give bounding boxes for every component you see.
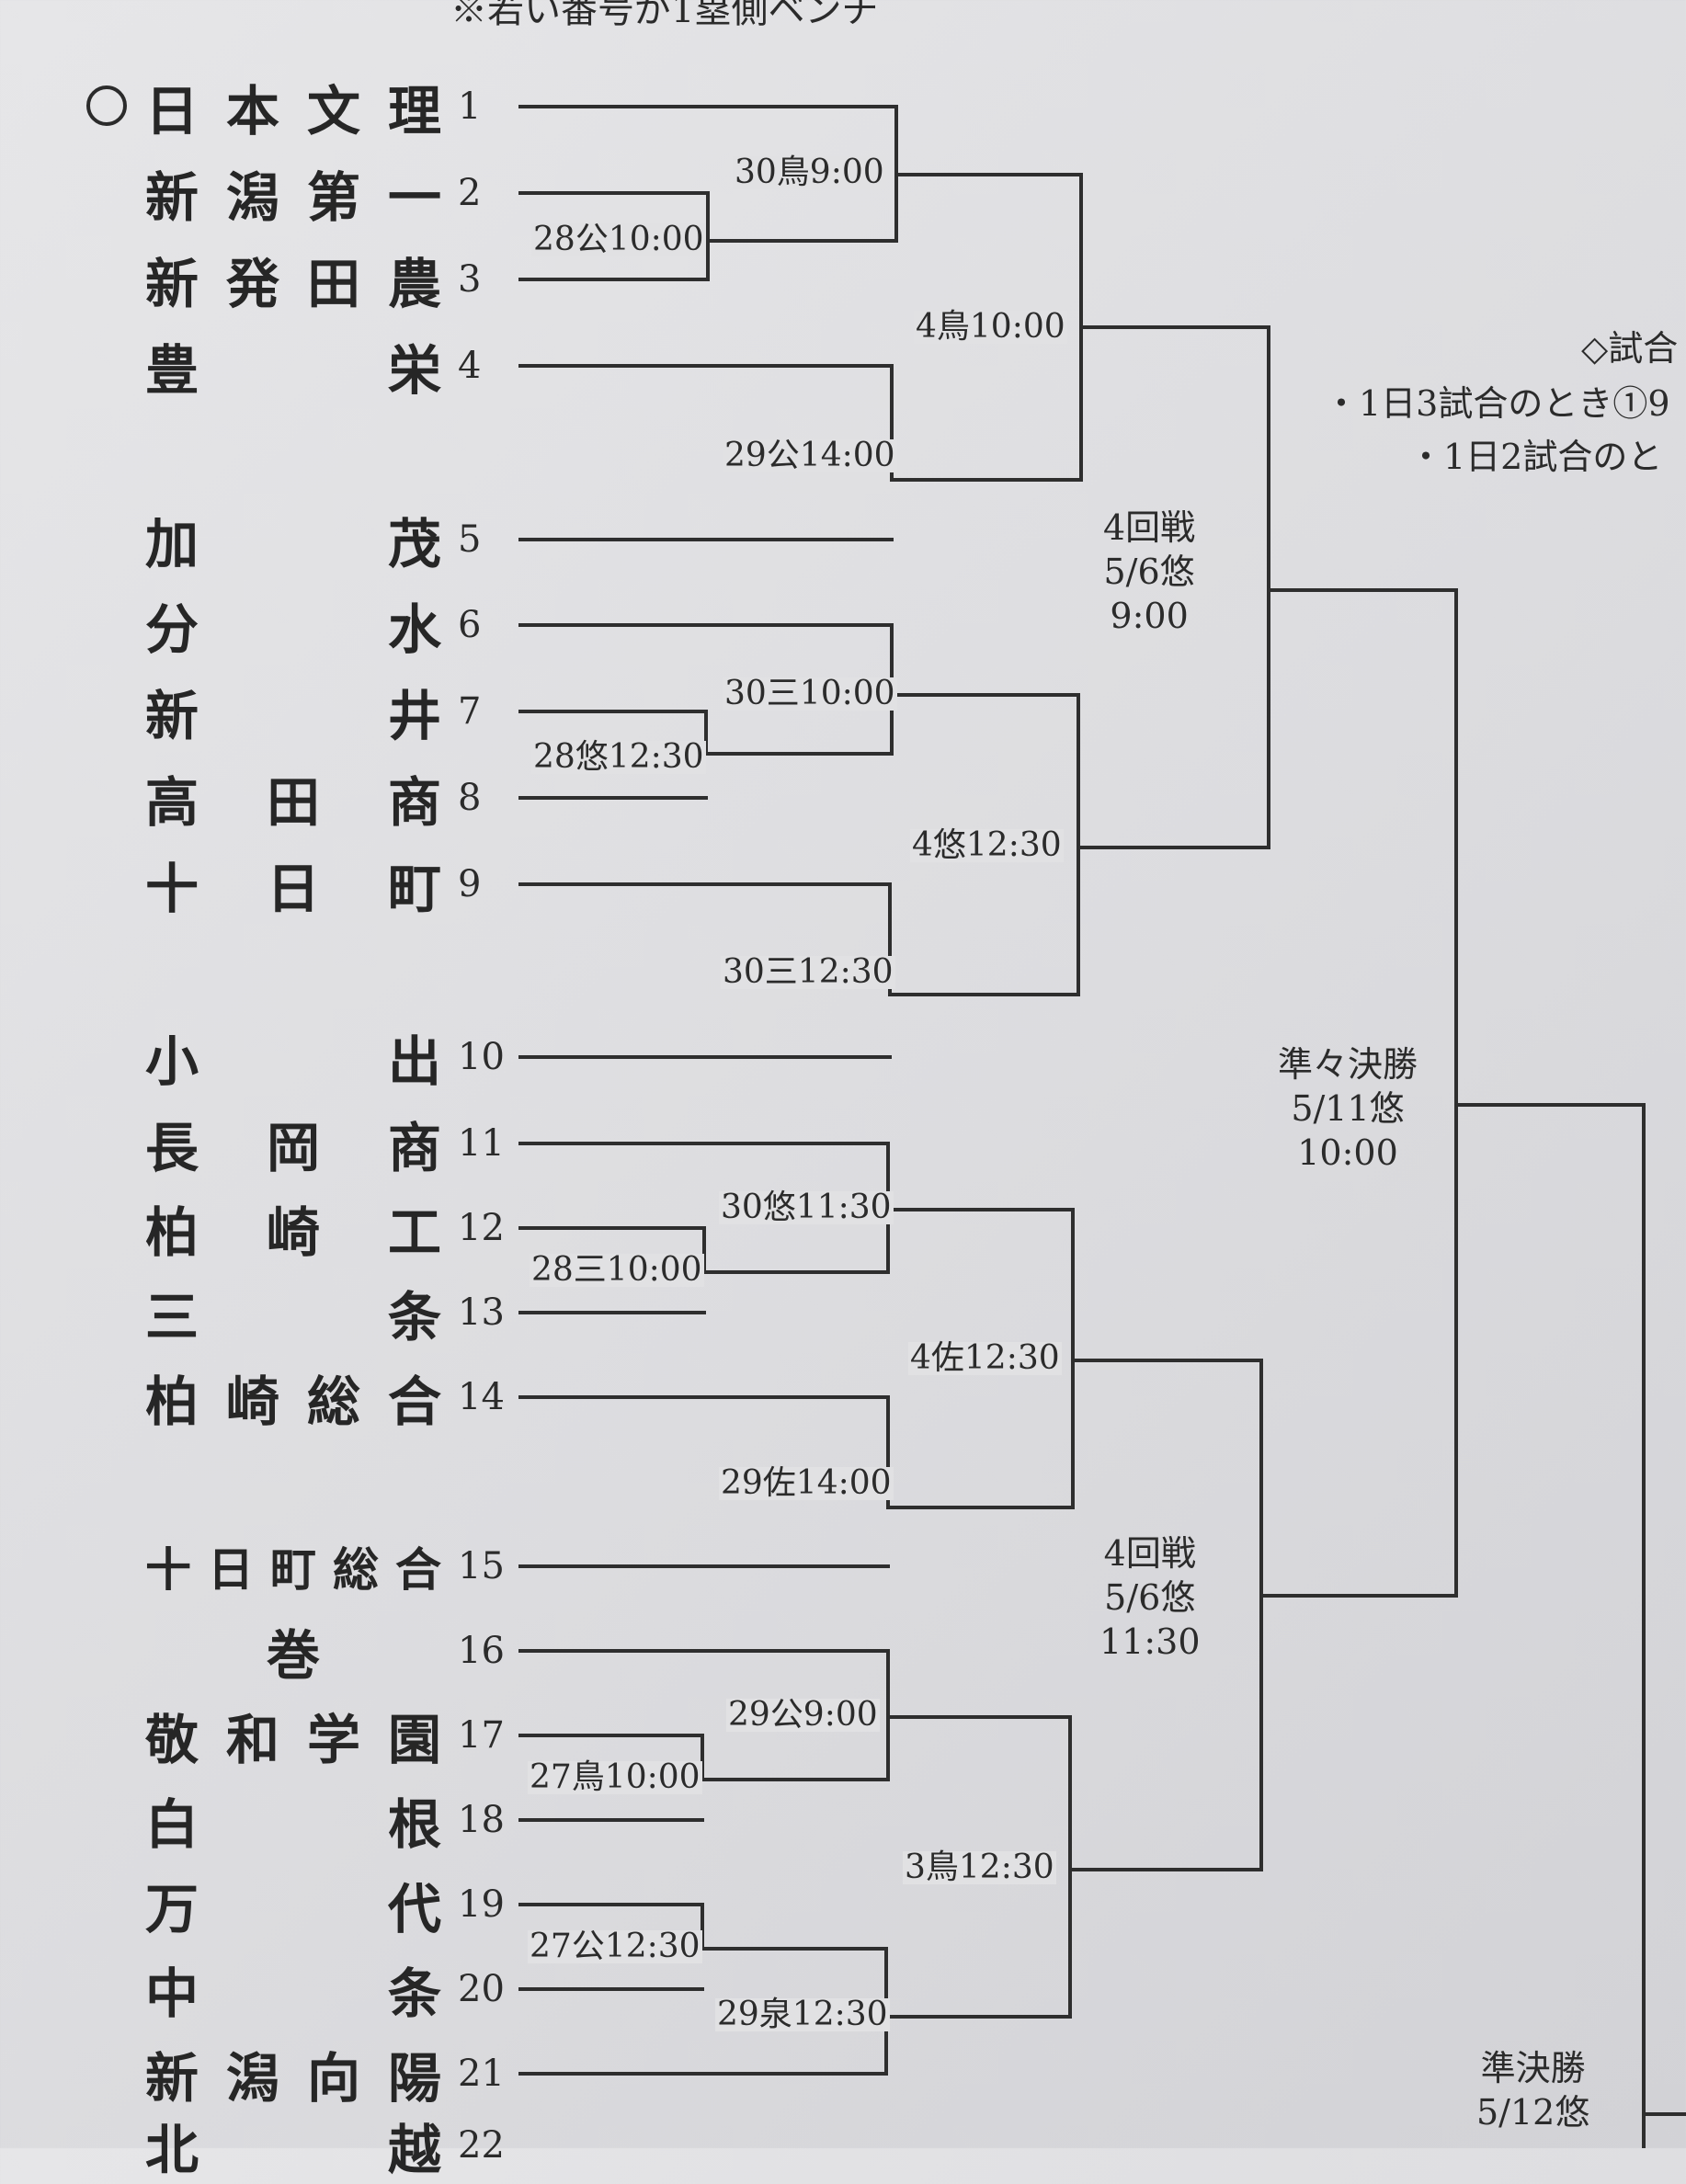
team-name: 白根 xyxy=(145,1793,441,1856)
team-number: 10 xyxy=(458,1036,505,1078)
team-name: 十日町総合 xyxy=(145,1543,441,1597)
team-number: 20 xyxy=(458,1968,505,2010)
team-name: 柏崎総合 xyxy=(145,1371,441,1433)
team-number: 7 xyxy=(458,690,482,733)
match-label: 28三10:00 xyxy=(530,1251,704,1289)
bench-note: ※若い番号が1塁側ベンチ xyxy=(450,0,879,31)
team-number: 9 xyxy=(458,863,482,905)
match-label: 29公14:00 xyxy=(723,437,897,474)
match-label: 28公10:00 xyxy=(531,221,706,258)
team-number: 1 xyxy=(458,85,482,128)
team-number: 2 xyxy=(458,172,482,214)
match-label: 30鳥9:00 xyxy=(733,154,886,191)
schedule-note-line2: ・1日2試合のと xyxy=(1408,437,1663,477)
team-number: 8 xyxy=(458,777,482,819)
team-name: 中条 xyxy=(145,1962,441,2025)
team-number: 4 xyxy=(458,345,482,387)
match-label: 28悠12:30 xyxy=(531,738,706,776)
team-name: 小出 xyxy=(145,1030,441,1093)
team-number: 11 xyxy=(458,1122,505,1165)
match-label: 4鳥10:00 xyxy=(914,308,1067,346)
team-number: 17 xyxy=(458,1714,505,1757)
team-name: 分水 xyxy=(145,598,441,661)
team-name: 加茂 xyxy=(145,513,441,575)
team-name: 万代 xyxy=(145,1878,441,1940)
team-name: 高田商 xyxy=(145,771,441,834)
match-label: 27公12:30 xyxy=(528,1928,702,1965)
team-name: 日本文理 xyxy=(145,80,441,142)
schedule-note-heading: ◇試合 xyxy=(1581,328,1679,369)
team-number: 3 xyxy=(458,258,482,301)
team-name: 新井 xyxy=(145,685,441,747)
team-name: 敬和学園 xyxy=(145,1709,441,1771)
team-number: 21 xyxy=(458,2053,505,2095)
match-label: 30三10:00 xyxy=(723,675,897,712)
match-label: 27鳥10:00 xyxy=(528,1758,702,1796)
match-label: 29泉12:30 xyxy=(715,1996,890,2033)
team-number: 15 xyxy=(458,1545,505,1587)
team-name: 新発田農 xyxy=(145,253,441,315)
team-number: 12 xyxy=(458,1207,505,1249)
match-label: 29公9:00 xyxy=(726,1696,880,1734)
team-name: 新潟向陽 xyxy=(145,2047,441,2110)
team-number: 22 xyxy=(458,2124,505,2167)
team-number: 18 xyxy=(458,1799,505,1841)
team-name: 柏崎工 xyxy=(145,1201,441,1264)
match-label: 30悠11:30 xyxy=(719,1189,894,1226)
team-number: 14 xyxy=(458,1376,505,1418)
team-number: 6 xyxy=(458,604,482,646)
team-number: 16 xyxy=(458,1630,505,1672)
team-name: 新潟第一 xyxy=(145,166,441,229)
match-label: 4佐12:30 xyxy=(908,1339,1062,1377)
match-label: 3鳥12:30 xyxy=(903,1848,1056,1886)
schedule-note-line1: ・1日3試合のとき①9 xyxy=(1324,383,1670,424)
team-number: 19 xyxy=(458,1883,505,1926)
team-name: 巻 xyxy=(266,1624,320,1687)
match-label: 29佐14:00 xyxy=(719,1464,894,1502)
seed-circle-icon xyxy=(86,85,127,126)
team-name: 十日町 xyxy=(145,858,441,920)
match-label: 30三12:30 xyxy=(721,953,895,991)
team-name: 三条 xyxy=(145,1286,441,1348)
match-label: 4悠12:30 xyxy=(910,826,1064,864)
team-name: 豊栄 xyxy=(145,339,441,402)
team-number: 5 xyxy=(458,518,482,561)
team-name: 長岡商 xyxy=(145,1117,441,1179)
team-number: 13 xyxy=(458,1291,505,1334)
